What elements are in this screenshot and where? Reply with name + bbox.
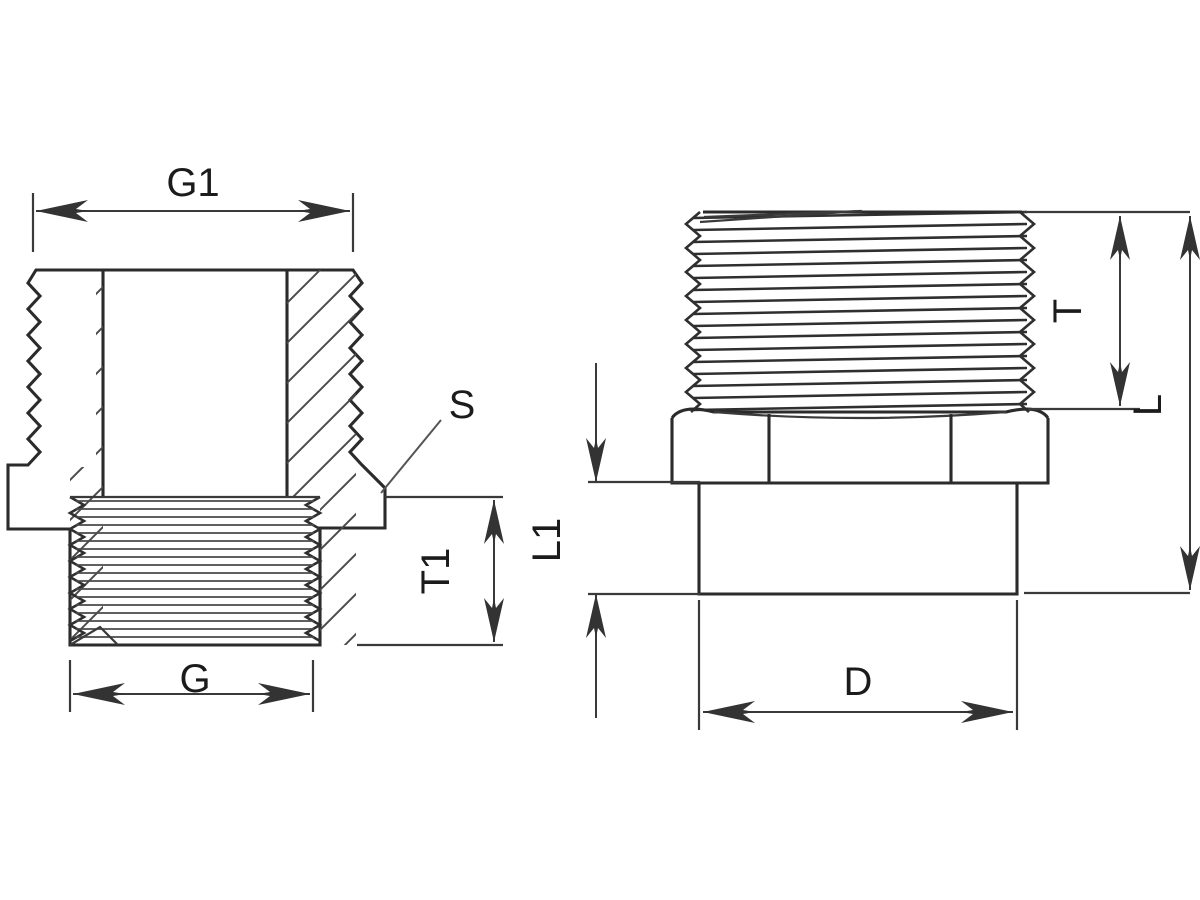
male-thread-T [684, 209, 1036, 413]
dimension-label-L1: L1 [525, 518, 569, 563]
dimension-D: D [697, 600, 1019, 730]
left-view-sectioned-bush: G1 [6, 161, 504, 712]
dimension-label-L: L [1126, 394, 1170, 416]
dimension-label-D: D [844, 660, 873, 704]
dimension-L: L [1024, 216, 1200, 595]
dimension-label-G: G [179, 657, 210, 701]
dimension-T: T [1024, 210, 1190, 411]
hexagon-head [670, 407, 1050, 485]
dimension-T1: T1 [357, 495, 504, 647]
plain-body [697, 483, 1019, 596]
dimension-G: G [68, 657, 315, 712]
section-hatch-right [287, 270, 356, 645]
dimension-label-G1: G1 [166, 161, 219, 205]
right-view-external: L1 T L [525, 209, 1200, 730]
female-thread-G [67, 495, 323, 646]
dimension-label-S: S [449, 383, 476, 427]
dimension-G1: G1 [31, 161, 355, 252]
dimension-S: S [380, 383, 476, 494]
dimension-L1: L1 [525, 363, 700, 718]
dimension-label-T: T [1046, 299, 1090, 323]
dimension-label-T1: T1 [414, 548, 458, 595]
bush-left-wall-outline [6, 268, 103, 647]
